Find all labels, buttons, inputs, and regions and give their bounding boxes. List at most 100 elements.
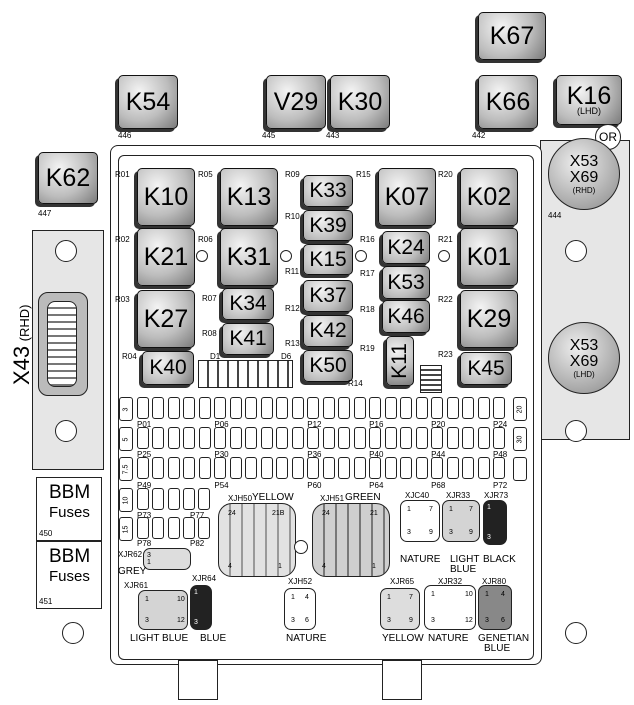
fuse[interactable]	[167, 427, 180, 449]
relay-k39[interactable]: K39	[303, 210, 353, 241]
relay-k34[interactable]: K34	[222, 288, 274, 320]
fuse[interactable]	[183, 457, 196, 479]
fuse[interactable]	[260, 457, 273, 479]
fuse[interactable]	[307, 427, 320, 449]
fuse[interactable]	[276, 397, 289, 419]
fuse-rating[interactable]: 5	[119, 427, 133, 451]
fuse[interactable]	[462, 457, 475, 479]
fuse[interactable]	[307, 457, 320, 479]
relay-k67[interactable]: K67	[478, 12, 546, 60]
fuse[interactable]	[245, 427, 258, 449]
fuse[interactable]	[477, 457, 490, 479]
fuse[interactable]	[431, 427, 444, 449]
fuse-rating[interactable]: 15	[119, 517, 133, 541]
fuse[interactable]	[229, 427, 242, 449]
fuse[interactable]	[493, 427, 505, 449]
fuse-rating[interactable]	[513, 457, 527, 481]
fuse[interactable]	[214, 427, 227, 449]
relay-k54[interactable]: K54	[118, 75, 178, 129]
relay-k01[interactable]: K01	[460, 228, 518, 286]
fuse[interactable]	[291, 427, 304, 449]
xjh51-connector[interactable]	[312, 503, 390, 577]
fuse-rating[interactable]: 30	[513, 427, 527, 451]
fuse[interactable]	[431, 457, 444, 479]
fuse[interactable]	[137, 488, 149, 510]
fuse[interactable]	[307, 397, 320, 419]
fuse[interactable]	[446, 457, 459, 479]
fuse[interactable]	[322, 397, 335, 419]
fuse[interactable]	[198, 397, 211, 419]
fuse[interactable]	[182, 517, 195, 539]
fuse[interactable]	[183, 427, 196, 449]
fuse[interactable]	[291, 397, 304, 419]
relay-k31[interactable]: K31	[220, 228, 278, 286]
xjh50-connector[interactable]	[218, 503, 296, 577]
fuse[interactable]	[137, 427, 149, 449]
fuse[interactable]	[446, 427, 459, 449]
fuse[interactable]	[338, 397, 351, 419]
fuse[interactable]	[431, 397, 444, 419]
relay-k11[interactable]: K11	[386, 336, 414, 386]
fuse[interactable]	[400, 457, 413, 479]
fuse[interactable]	[229, 457, 242, 479]
fuse[interactable]	[245, 457, 258, 479]
fuse[interactable]	[167, 517, 180, 539]
relay-k53[interactable]: K53	[382, 266, 430, 299]
fuse[interactable]	[167, 457, 180, 479]
relay-k33[interactable]: K33	[303, 175, 353, 207]
fuse[interactable]	[198, 427, 211, 449]
relay-k46[interactable]: K46	[382, 300, 430, 333]
fuse-rating[interactable]: 10	[119, 488, 133, 512]
relay-k37[interactable]: K37	[303, 280, 353, 312]
fuse[interactable]	[384, 397, 397, 419]
relay-k10[interactable]: K10	[137, 168, 195, 226]
fuse-rating[interactable]: 20	[513, 397, 527, 421]
relay-k62[interactable]: K62	[38, 152, 98, 204]
fuse[interactable]	[477, 427, 490, 449]
fuse[interactable]	[214, 457, 227, 479]
fuse[interactable]	[415, 427, 428, 449]
fuse[interactable]	[260, 427, 273, 449]
fuse[interactable]	[415, 397, 428, 419]
fuse-rating[interactable]: 3	[119, 397, 133, 421]
relay-k42[interactable]: K42	[303, 315, 353, 347]
fuse[interactable]	[137, 397, 149, 419]
relay-k41[interactable]: K41	[222, 323, 274, 355]
fuse[interactable]	[198, 457, 211, 479]
fuse[interactable]	[400, 427, 413, 449]
fuse[interactable]	[353, 427, 366, 449]
fuse[interactable]	[462, 397, 475, 419]
fuse[interactable]	[322, 457, 335, 479]
fuse[interactable]	[137, 457, 149, 479]
fuse[interactable]	[369, 397, 382, 419]
fuse[interactable]	[353, 397, 366, 419]
relay-k21[interactable]: K21	[137, 228, 195, 286]
fuse[interactable]	[446, 397, 459, 419]
relay-k40[interactable]: K40	[142, 351, 194, 385]
fuse[interactable]	[493, 397, 505, 419]
fuse[interactable]	[276, 427, 289, 449]
fuse[interactable]	[198, 488, 210, 510]
fuse[interactable]	[291, 457, 304, 479]
bbm-fuses-451[interactable]: BBM Fuses 451	[36, 541, 102, 609]
relay-k66[interactable]: K66	[478, 75, 538, 129]
relay-k16[interactable]: K16(LHD)	[556, 75, 622, 125]
fuse[interactable]	[229, 397, 242, 419]
relay-k29[interactable]: K29	[460, 290, 518, 348]
fuse[interactable]	[338, 427, 351, 449]
fuse[interactable]	[384, 457, 397, 479]
relay-k07[interactable]: K07	[378, 168, 436, 226]
fuse[interactable]	[182, 488, 195, 510]
fuse[interactable]	[245, 397, 258, 419]
fuse-rating[interactable]: 7.5	[119, 457, 133, 481]
fuse[interactable]	[152, 397, 165, 419]
